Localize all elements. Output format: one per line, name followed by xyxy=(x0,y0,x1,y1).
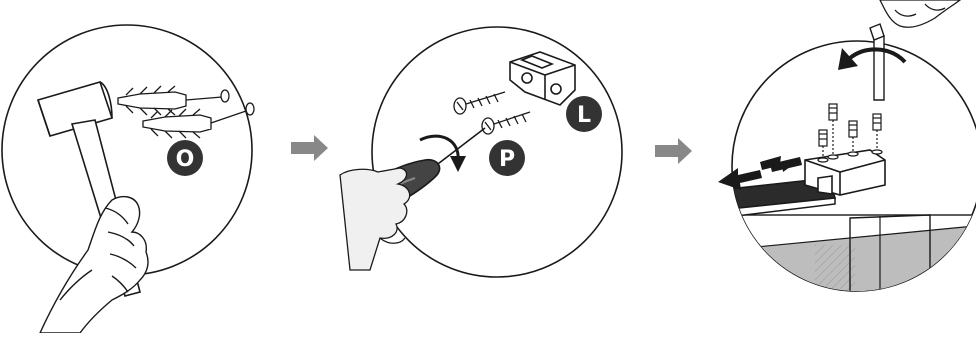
badge-p-label: P xyxy=(499,147,515,172)
wall-plug-top xyxy=(118,86,229,115)
hand-allen-key xyxy=(880,0,960,27)
screw-top xyxy=(454,92,505,114)
step-3-panel xyxy=(718,0,976,333)
connector xyxy=(805,150,885,195)
hand-hammer xyxy=(40,197,148,333)
rotate-arrow-3 xyxy=(838,48,905,70)
hand-screwdriver xyxy=(340,168,410,270)
next-arrow-2 xyxy=(655,138,692,164)
grub-screw xyxy=(848,121,858,156)
grub-screws xyxy=(818,104,882,162)
badge-o-label: O xyxy=(176,147,195,172)
glass-panel xyxy=(725,215,976,333)
badge-l: L xyxy=(566,96,602,132)
step-2-panel: P L xyxy=(340,27,622,277)
badge-p: P xyxy=(489,140,525,176)
bracket xyxy=(510,52,575,105)
allen-key xyxy=(870,24,884,100)
screw-bottom xyxy=(482,112,530,134)
badge-l-label: L xyxy=(577,103,591,128)
next-arrow-1 xyxy=(291,135,328,161)
grub-screw xyxy=(828,104,838,159)
badge-o: O xyxy=(167,140,203,176)
step-1-panel: O xyxy=(2,25,254,333)
grub-screw xyxy=(872,114,882,154)
